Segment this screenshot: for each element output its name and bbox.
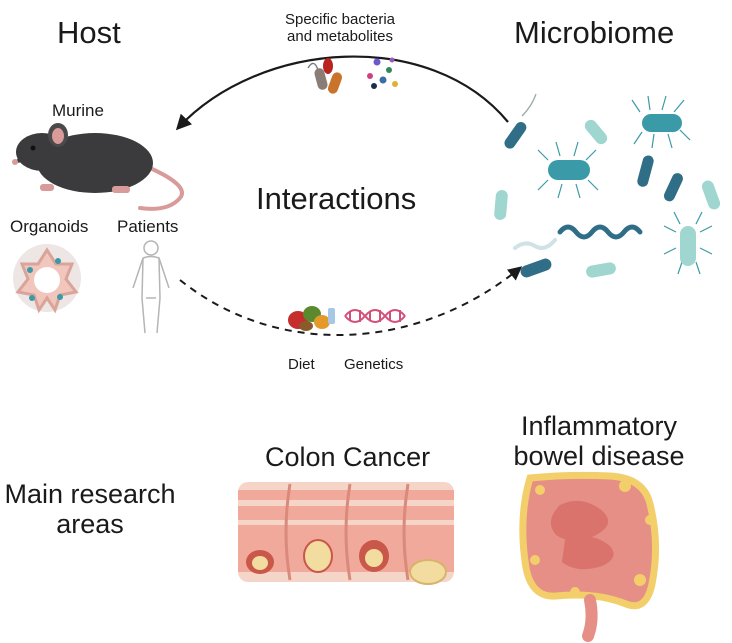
bacteria-icon — [494, 93, 721, 278]
organoids-label: Organoids — [10, 217, 89, 236]
genetics-label: Genetics — [344, 356, 404, 373]
mouse-icon — [12, 123, 184, 211]
patients-label: Patients — [117, 217, 179, 236]
main-research-areas-label: Main research areas — [0, 479, 180, 539]
bacteria-metabolites-icon — [307, 57, 398, 94]
main-research-line2: areas — [56, 508, 124, 539]
food-icon — [288, 306, 335, 331]
ibd-label: Inflammatory bowel disease — [508, 411, 690, 471]
colon-cancer-label: Colon Cancer — [265, 442, 431, 472]
colon-icon — [238, 482, 454, 585]
main-research-line1: Main research — [4, 479, 176, 509]
organoid-icon — [13, 244, 81, 314]
host-heading: Host — [57, 15, 121, 50]
interactions-label: Interactions — [256, 181, 417, 216]
arc-arrow-microbiome-to-host — [175, 55, 509, 131]
ibd-line2: bowel disease — [513, 440, 685, 471]
arc-arrow-host-to-microbiome — [179, 266, 523, 336]
human-body-icon — [132, 240, 170, 334]
specific-bacteria-line1: Specific bacteria — [284, 11, 396, 28]
specific-bacteria-line2: and metabolites — [287, 27, 393, 45]
ibd-line1: Inflammatory — [520, 411, 678, 441]
specific-bacteria-label: Specific bacteria and metabolites — [280, 11, 400, 45]
dna-icon — [344, 309, 406, 323]
microbiome-heading: Microbiome — [514, 15, 675, 50]
diet-label: Diet — [288, 356, 315, 373]
intestine-icon — [519, 471, 660, 642]
murine-label: Murine — [52, 101, 104, 120]
